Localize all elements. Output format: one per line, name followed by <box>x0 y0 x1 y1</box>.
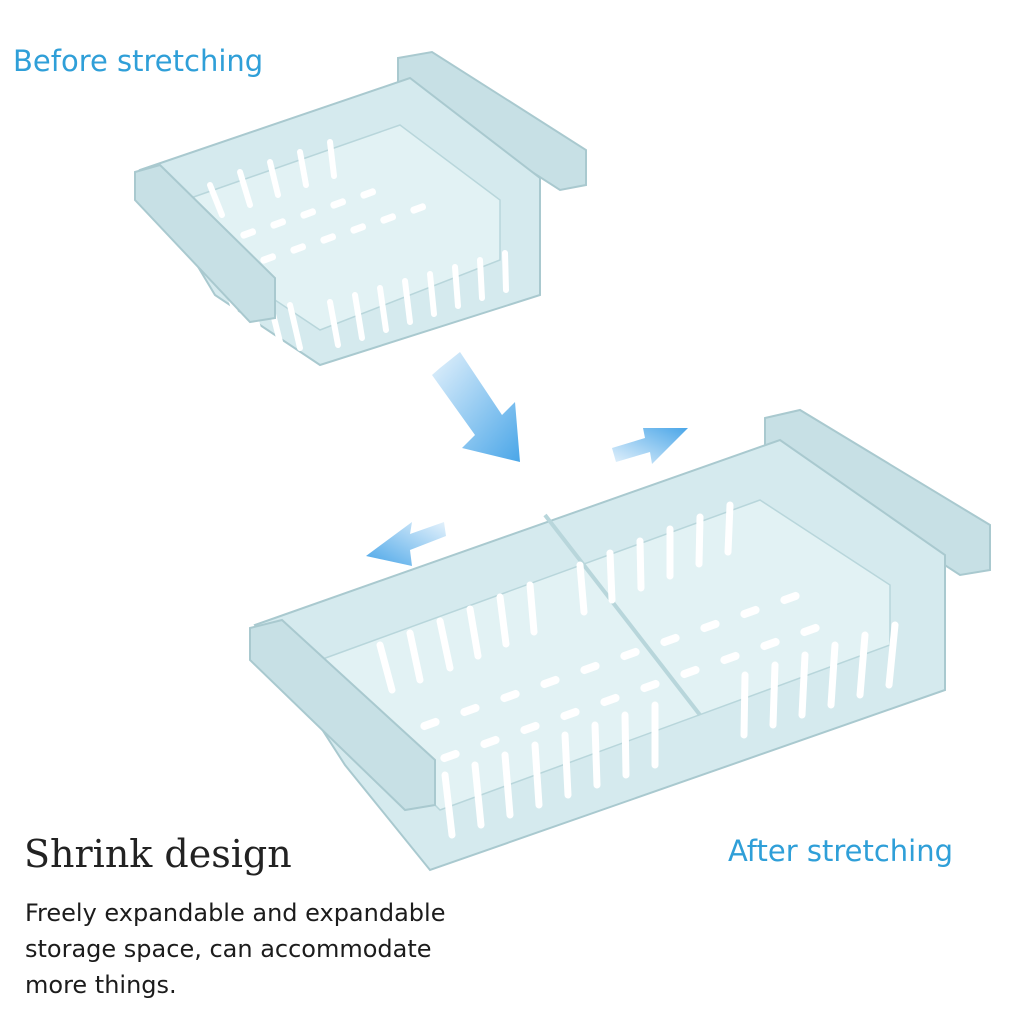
arrow-right-icon <box>612 428 688 464</box>
description-line: storage space, can accommodate <box>25 935 432 963</box>
large-basket-image <box>249 408 991 872</box>
arrow-down-right-icon <box>432 352 520 462</box>
description-line: more things. <box>25 971 177 999</box>
feature-description: Freely expandable and expandable storage… <box>25 895 495 1003</box>
arrow-left-icon <box>366 522 446 566</box>
small-basket-image <box>134 50 587 367</box>
feature-title: Shrink design <box>24 832 292 876</box>
before-stretching-label: Before stretching <box>13 44 264 78</box>
after-stretching-label: After stretching <box>728 834 954 868</box>
description-line: Freely expandable and expandable <box>25 899 446 927</box>
